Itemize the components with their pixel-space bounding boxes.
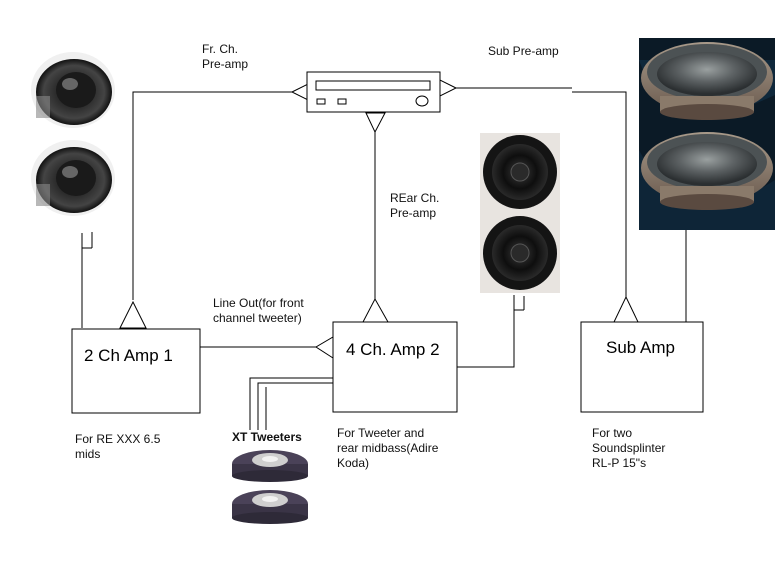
- amp2-line-in-connector: [315, 336, 334, 359]
- front-mid-speakers: [31, 52, 115, 216]
- rear-midbass-speaker: [483, 216, 557, 290]
- front-mid-speaker: [31, 52, 115, 128]
- rear-midbass-wire: [457, 295, 515, 368]
- amp1-note: For RE XXX 6.5 mids: [75, 432, 160, 462]
- rear-midbass-speaker: [483, 135, 557, 209]
- tweeter: [232, 490, 308, 524]
- subwoofer: [641, 42, 773, 120]
- amp1-title: 2 Ch Amp 1: [84, 346, 173, 365]
- sub-amp-note-line: Soundsplinter: [592, 441, 666, 455]
- subwoofers: [639, 38, 775, 230]
- front-mid-speaker: [31, 140, 115, 216]
- cd-slot: [315, 80, 431, 91]
- sub-amp-note: For two Soundsplinter RL-P 15"s: [592, 426, 665, 471]
- amp2-note-line: Koda): [337, 456, 370, 470]
- volume-knob: [415, 95, 429, 107]
- amp2-input-connector: [362, 297, 389, 323]
- rear-preamp-label-line: Pre-amp: [390, 206, 437, 220]
- sub-preamp-wire-b: [572, 91, 627, 298]
- head-unit-button: [316, 98, 326, 105]
- sub-amp-title: Sub Amp: [606, 338, 675, 357]
- subwoofer: [641, 132, 773, 210]
- tweeters-label: XT Tweeters: [232, 430, 302, 444]
- tweeter-wire-b: [257, 382, 333, 430]
- wiring: [81, 87, 687, 430]
- front-preamp-wire: [132, 91, 293, 300]
- sub-amp-note-line: RL-P 15"s: [592, 456, 647, 470]
- head-unit-bottom-connector: [365, 112, 386, 134]
- amp2-title: 4 Ch. Amp 2: [346, 340, 440, 359]
- amp2-note-line: For Tweeter and: [337, 426, 425, 440]
- sub-amp-note-line: For two: [592, 426, 633, 440]
- tweeter: [232, 450, 308, 482]
- head-unit: [306, 71, 441, 113]
- head-unit-button: [337, 98, 347, 105]
- amp1-note-line: mids: [75, 447, 101, 461]
- tweeter-wire-a: [249, 377, 333, 430]
- head-unit-right-connector: [439, 79, 458, 97]
- front-preamp-label-line: Pre-amp: [202, 57, 249, 71]
- amp2-box: [332, 321, 458, 413]
- rear-preamp-label-line: REar Ch.: [390, 191, 440, 205]
- front-mid-lead: [82, 232, 93, 249]
- amp2-note: For Tweeter and rear midbass(Adire Koda): [337, 426, 438, 471]
- sub-preamp-label: Sub Pre-amp: [488, 44, 559, 58]
- amp1-note-line: For RE XXX 6.5: [75, 432, 161, 446]
- front-preamp-label-line: Fr. Ch.: [202, 42, 239, 56]
- amp2-note-line: rear midbass(Adire: [337, 441, 439, 455]
- amp1-box: [71, 328, 201, 414]
- head-unit-left-connector: [290, 83, 309, 101]
- rca-connectors: [119, 79, 639, 359]
- rear-midbass-speakers: [480, 133, 560, 293]
- rear-midbass-lead: [514, 296, 525, 311]
- amp1-input-connector: [119, 300, 147, 329]
- sub-amp-box: [580, 321, 704, 413]
- line-out-label-line: channel tweeter): [213, 311, 302, 325]
- front-preamp-label: Fr. Ch. Pre-amp: [202, 42, 248, 72]
- sub-amp-input-connector: [613, 295, 639, 323]
- tweeters: [232, 450, 308, 524]
- rear-preamp-label: REar Ch. Pre-amp: [390, 191, 439, 221]
- line-out-label-line: Line Out(for front: [213, 296, 304, 310]
- line-out-label: Line Out(for front channel tweeter): [213, 296, 304, 326]
